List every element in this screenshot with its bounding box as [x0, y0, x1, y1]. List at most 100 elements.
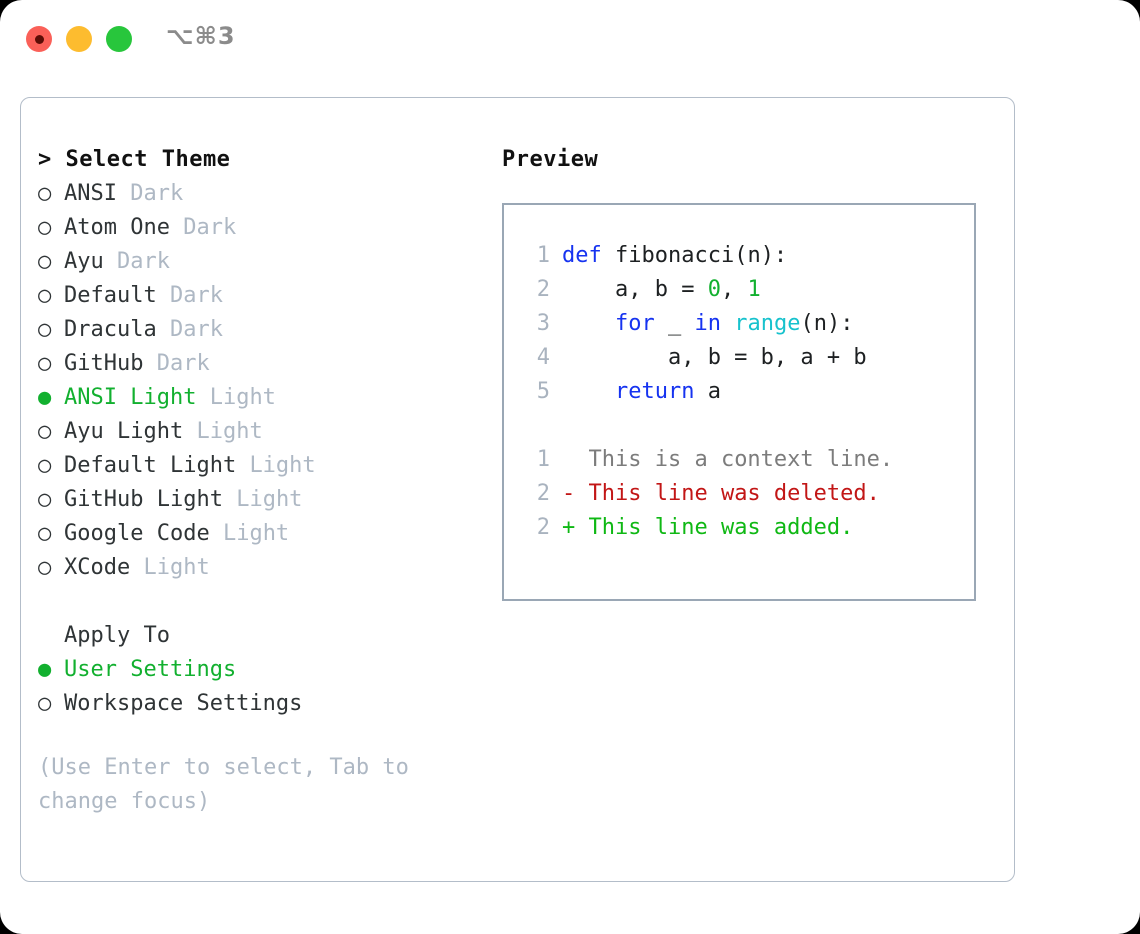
radio-unselected-icon: ○: [38, 249, 52, 274]
apply-to-option-workspace-settings[interactable]: ○ Workspace Settings: [38, 687, 478, 721]
theme-item-ayu-light[interactable]: ○ Ayu Light Light: [38, 415, 478, 449]
code-token: 0: [707, 277, 721, 302]
theme-item-label: Atom One: [64, 215, 170, 240]
label-tag-space: [170, 215, 183, 240]
theme-item-xcode[interactable]: ○ XCode Light: [38, 551, 478, 585]
theme-item-label: XCode: [64, 555, 131, 580]
diff-text: This line was added.: [575, 515, 854, 540]
label-tag-space: [157, 317, 170, 342]
line-number: 4: [536, 345, 550, 370]
diff-line: 1 This is a context line.: [520, 443, 893, 477]
diff-line: 2+ This line was added.: [520, 511, 893, 545]
code-token: [562, 379, 615, 404]
code-token: (n):: [800, 311, 854, 336]
code-token: return: [614, 379, 695, 404]
radio-unselected-icon: ○: [38, 521, 52, 546]
code-token: 1: [747, 277, 761, 302]
theme-item-ansi[interactable]: ○ ANSI Dark: [38, 177, 478, 211]
theme-item-tag: Light: [143, 555, 210, 580]
apply-to-option-label: Workspace Settings: [64, 691, 303, 716]
theme-item-github[interactable]: ○ GitHub Dark: [38, 347, 478, 381]
radio-selected-icon: ●: [38, 385, 52, 410]
theme-item-tag: Dark: [156, 351, 210, 376]
code-line: 3 for _ in range(n):: [520, 307, 867, 341]
radio-unselected-icon: ○: [38, 453, 52, 478]
theme-item-google-code[interactable]: ○ Google Code Light: [38, 517, 478, 551]
diff-text: This is a context line.: [575, 447, 894, 472]
apply-to-option-user-settings[interactable]: ●User Settings: [38, 653, 478, 687]
theme-item-label: Default: [64, 283, 157, 308]
theme-item-atom-one[interactable]: ○ Atom One Dark: [38, 211, 478, 245]
label-tag-space: [157, 283, 170, 308]
code-token: [721, 311, 734, 336]
code-token: [562, 311, 615, 336]
theme-item-tag: Light: [236, 487, 303, 512]
code-token: _: [654, 311, 695, 336]
theme-item-tag: Light: [222, 521, 290, 546]
radio-unselected-icon: ○: [38, 691, 52, 716]
close-button-icon[interactable]: [26, 26, 52, 52]
main-frame: > Select Theme ○ANSI Dark○Atom One Dark○…: [20, 97, 1015, 882]
radio-unselected-icon: ○: [38, 555, 52, 580]
keyboard-hint: (Use Enter to select, Tab to change focu…: [38, 755, 423, 814]
theme-item-label: Default Light: [64, 453, 237, 478]
theme-item-tag: Light: [249, 453, 316, 478]
label-tag-space: [117, 181, 130, 206]
apply-to-heading: Apply To: [64, 623, 170, 648]
label-tag-space: [196, 385, 209, 410]
radio-unselected-icon: ○: [38, 317, 52, 342]
theme-item-ayu[interactable]: ○Ayu Dark: [38, 245, 478, 279]
diff-marker: -: [562, 481, 576, 506]
zoom-button-icon[interactable]: [106, 26, 132, 52]
diff-line-number: 1: [536, 447, 550, 472]
theme-item-default-light[interactable]: ○ Default Light Light: [38, 449, 478, 483]
theme-item-label: GitHub: [64, 351, 144, 376]
label-tag-space: [236, 453, 249, 478]
theme-item-label: Google Code: [64, 521, 210, 546]
radio-unselected-icon: ○: [38, 283, 52, 308]
theme-selector-pane: > Select Theme ○ANSI Dark○Atom One Dark○…: [38, 143, 478, 819]
apply-to-options: ●User Settings ○ Workspace Settings: [38, 653, 478, 721]
code-token: a, b =: [562, 277, 708, 302]
diff-marker: [562, 447, 575, 472]
theme-item-tag: Dark: [130, 181, 184, 206]
theme-item-label: Ayu: [64, 249, 104, 274]
code-token: in: [694, 311, 721, 336]
theme-item-label: ANSI: [64, 181, 117, 206]
radio-unselected-icon: ○: [38, 419, 52, 444]
line-number: 3: [536, 311, 550, 336]
theme-item-tag: Light: [209, 385, 276, 410]
radio-unselected-icon: ○: [38, 351, 52, 376]
code-token: a, b = b, a + b: [562, 345, 867, 370]
theme-item-default[interactable]: ○ Default Dark: [38, 279, 478, 313]
diff-line: 2- This line was deleted.: [520, 477, 893, 511]
theme-item-tag: Dark: [183, 215, 237, 240]
theme-item-label: Ayu Light: [64, 419, 184, 444]
theme-item-dracula[interactable]: ○Dracula Dark: [38, 313, 478, 347]
code-token: ,: [720, 277, 748, 302]
theme-item-tag: Light: [196, 419, 263, 444]
radio-unselected-icon: ○: [38, 181, 52, 206]
theme-item-ansi-light[interactable]: ●ANSI Light Light: [38, 381, 478, 415]
code-token: for: [614, 311, 655, 336]
label-tag-space: [143, 351, 156, 376]
code-token: fibonacci(n):: [601, 243, 788, 268]
code-line: 5 return a: [520, 375, 867, 409]
preview-title: Preview: [502, 147, 599, 172]
diff-sample: 1 This is a context line.2- This line wa…: [520, 443, 893, 545]
line-number: 1: [536, 243, 550, 268]
diff-marker: +: [562, 515, 576, 540]
theme-item-github-light[interactable]: ○GitHub Light Light: [38, 483, 478, 517]
code-token: def: [562, 243, 602, 268]
label-tag-space: [130, 555, 143, 580]
window-controls: [26, 26, 132, 52]
minimize-button-icon[interactable]: [66, 26, 92, 52]
theme-item-label: Dracula: [64, 317, 157, 342]
theme-item-tag: Dark: [169, 283, 223, 308]
label-tag-space: [104, 249, 117, 274]
label-tag-space: [210, 521, 223, 546]
radio-unselected-icon: ○: [38, 215, 52, 240]
